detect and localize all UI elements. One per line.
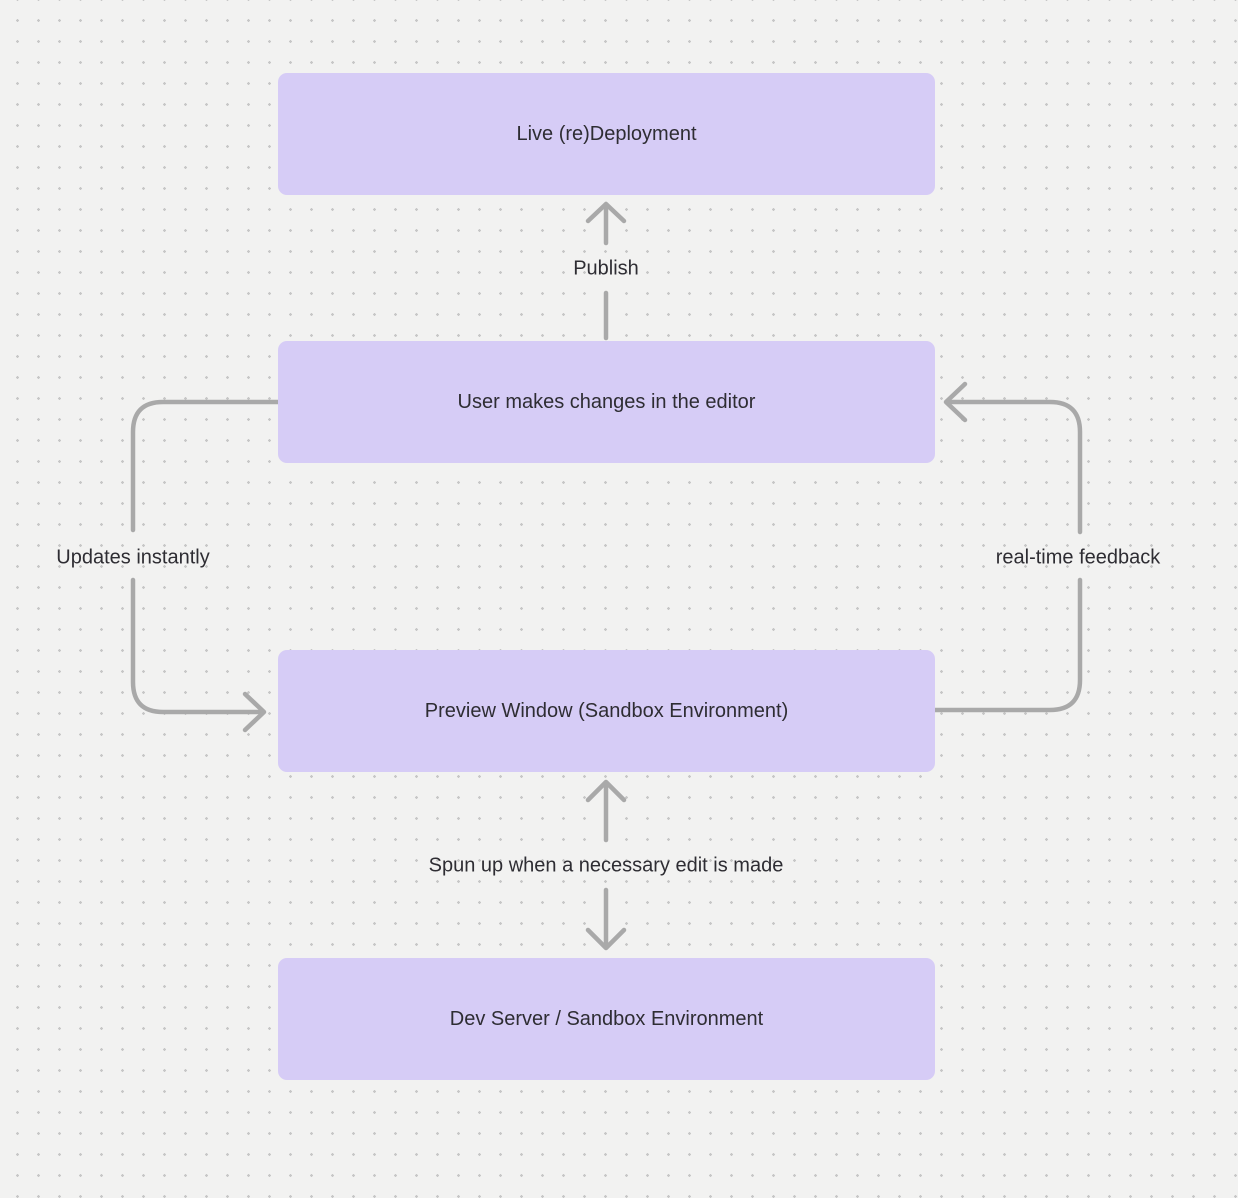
edge-label-real-time-feedback: real-time feedback — [995, 546, 1161, 569]
node-preview-window[interactable]: Preview Window (Sandbox Environment) — [278, 650, 935, 772]
edge-label-publish: Publish — [573, 257, 639, 280]
node-live-deployment[interactable]: Live (re)Deployment — [278, 73, 935, 195]
arrow-left-head — [943, 381, 968, 423]
edge-label-spun-up: Spun up when a necessary edit is made — [428, 854, 784, 877]
node-label: Live (re)Deployment — [516, 122, 697, 145]
node-label: User makes changes in the editor — [457, 390, 756, 413]
arrow-up-head — [585, 201, 627, 224]
arrow-up-head — [585, 779, 627, 803]
node-label: Dev Server / Sandbox Environment — [449, 1007, 764, 1030]
node-dev-server[interactable]: Dev Server / Sandbox Environment — [278, 958, 935, 1080]
node-label: Preview Window (Sandbox Environment) — [424, 699, 789, 722]
arrow-down-head — [585, 927, 627, 951]
edge-label-updates-instantly: Updates instantly — [56, 546, 210, 569]
arrow-right-head — [242, 691, 267, 733]
node-editor[interactable]: User makes changes in the editor — [278, 341, 935, 463]
